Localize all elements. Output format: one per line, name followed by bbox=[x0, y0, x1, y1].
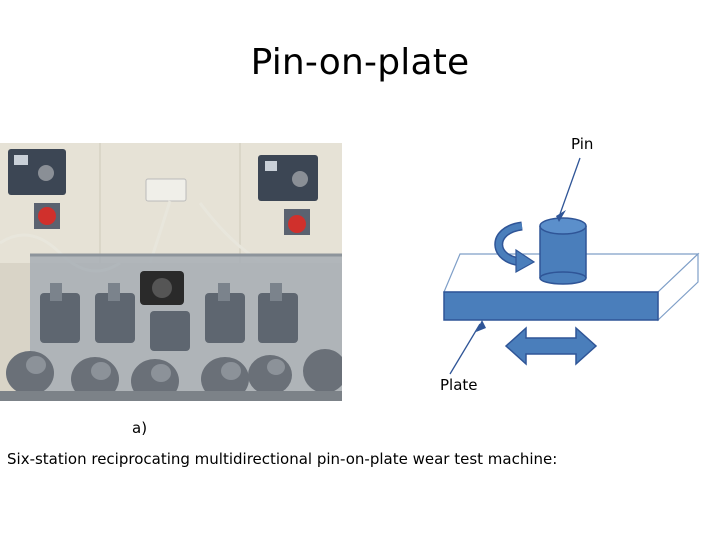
pin-on-plate-diagram bbox=[430, 150, 720, 380]
pin-label: Pin bbox=[571, 135, 593, 153]
panel-label: a) bbox=[132, 419, 147, 437]
machine-photo bbox=[0, 143, 342, 401]
pin-leader-line bbox=[560, 158, 580, 214]
pin-cylinder bbox=[540, 218, 586, 284]
slide-title: Pin-on-plate bbox=[0, 42, 720, 83]
figure-caption: Six-station reciprocating multidirection… bbox=[7, 450, 557, 468]
reciprocating-arrow bbox=[506, 328, 596, 364]
plate-label: Plate bbox=[440, 376, 478, 394]
plate-leader-line bbox=[450, 324, 480, 374]
plate-front-face bbox=[444, 292, 658, 320]
